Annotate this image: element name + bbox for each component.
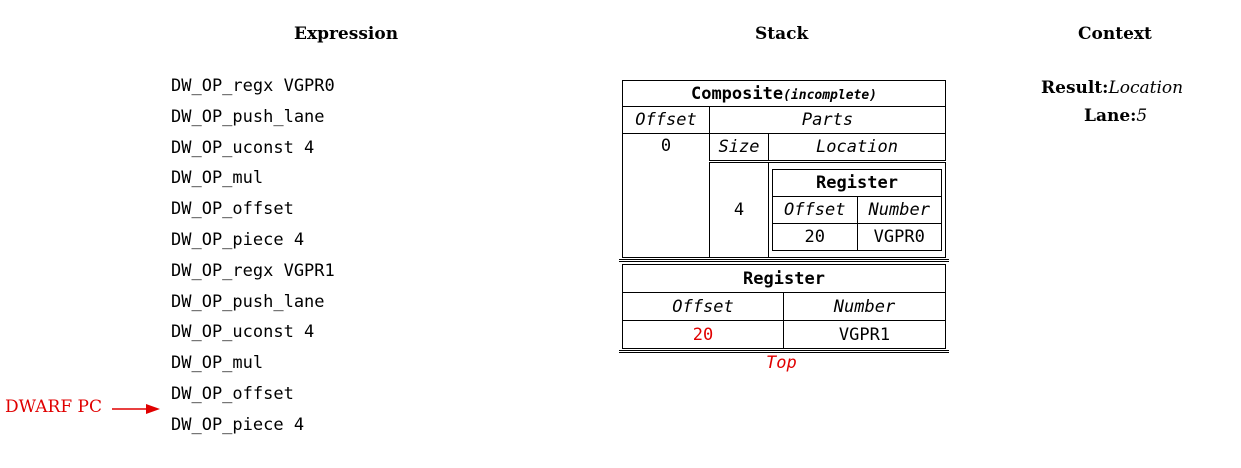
expression-op: DW_OP_piece 4 <box>171 414 305 435</box>
context-result: Result:Location <box>1041 78 1183 98</box>
expression-op: DW_OP_mul <box>171 168 264 189</box>
context-result-label: Result: <box>1041 78 1109 98</box>
expression-op: DW_OP_offset <box>171 199 294 220</box>
expression-op: DW_OP_push_lane <box>171 291 325 312</box>
expression-header: Expression <box>294 24 399 44</box>
register-number-header: Number <box>783 292 946 321</box>
composite-status: (incomplete) <box>783 87 878 103</box>
expression-op: DW_OP_offset <box>171 383 294 404</box>
inner-register-entry: Register Offset Number 20 VGPR0 <box>772 169 942 251</box>
context-lane-value: 5 <box>1136 106 1148 126</box>
composite-parts-header: Parts <box>709 106 946 134</box>
composite-size-value: 4 <box>709 160 769 258</box>
context-header: Context <box>1078 24 1152 44</box>
expression-op: DW_OP_regx VGPR0 <box>171 76 335 96</box>
inner-register-number-header: Number <box>856 196 942 224</box>
composite-title-text: Composite <box>690 83 784 104</box>
expression-op: DW_OP_mul <box>171 353 264 374</box>
register-stack-entry: Register Offset Number 20 VGPR1 <box>622 264 946 349</box>
register-offset-value: 20 <box>622 320 784 349</box>
inner-register-offset-header: Offset <box>772 196 858 224</box>
context-lane: Lane:5 <box>1084 106 1147 126</box>
expression-op: DW_OP_piece 4 <box>171 229 305 250</box>
composite-title: Composite(incomplete) <box>622 80 946 107</box>
stack-top-separator <box>619 350 949 353</box>
pc-arrow-icon <box>112 404 160 414</box>
expression-op: DW_OP_uconst 4 <box>171 322 315 343</box>
expression-op-list: DW_OP_regx VGPR0 DW_OP_push_lane DW_OP_u… <box>171 74 335 444</box>
composite-offset-value: 0 <box>622 133 710 258</box>
register-number-value: VGPR1 <box>783 320 946 349</box>
expression-op: DW_OP_uconst 4 <box>171 137 315 158</box>
inner-register-title: Register <box>816 173 898 193</box>
composite-offset-header: Offset <box>622 106 710 134</box>
stack-separator <box>619 259 949 262</box>
composite-size-header: Size <box>709 133 769 162</box>
register-offset-header: Offset <box>622 292 784 321</box>
expression-op: DW_OP_regx VGPR1 <box>171 260 335 281</box>
composite-stack-entry: Composite(incomplete) Offset Parts 0 Siz… <box>622 80 946 258</box>
composite-location-cell: Register Offset Number 20 VGPR0 <box>768 160 946 258</box>
register-title: Register <box>622 264 946 293</box>
stack-top-label: Top <box>766 353 797 373</box>
dwarf-pc-label: DWARF PC <box>5 397 102 417</box>
expression-op: DW_OP_push_lane <box>171 106 325 127</box>
context-result-value: Location <box>1108 78 1184 98</box>
stack-header: Stack <box>755 24 809 44</box>
inner-register-number-value: VGPR0 <box>856 223 942 251</box>
composite-location-header: Location <box>768 133 946 162</box>
inner-register-offset-value: 20 <box>772 223 858 251</box>
context-lane-label: Lane: <box>1084 106 1137 126</box>
